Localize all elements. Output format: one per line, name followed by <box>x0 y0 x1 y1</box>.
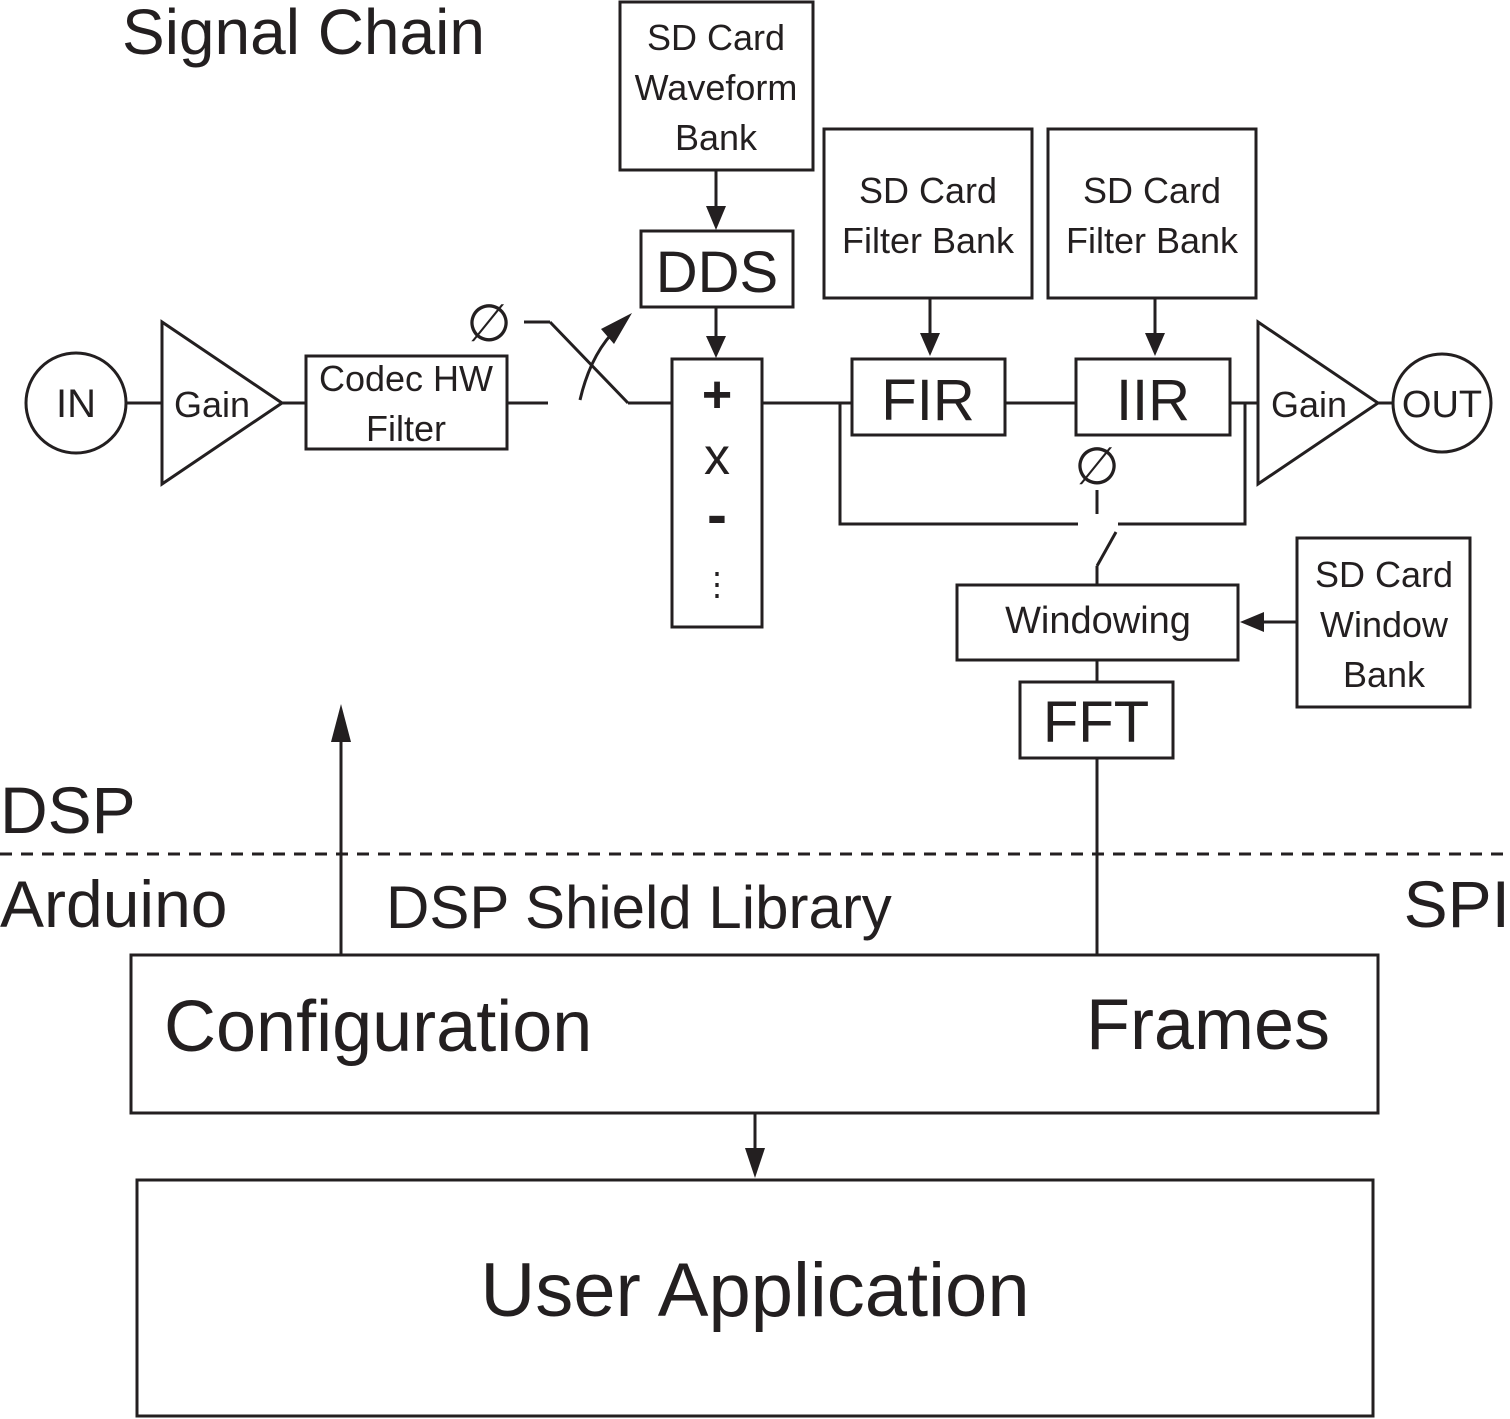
spi-label: SPI <box>1404 867 1510 941</box>
waveform-bank-line1: SD Card <box>647 17 785 58</box>
iir-filter: IIR <box>1074 357 1232 437</box>
output-node: OUT <box>1391 352 1493 454</box>
fir-filter: FIR <box>850 357 1007 437</box>
window-bank-arrowhead <box>1240 612 1264 632</box>
frames-label: Frames <box>1086 985 1330 1065</box>
fir-label: FIR <box>881 368 974 433</box>
fir-bank-line1: SD Card <box>859 170 997 211</box>
fir-filter-bank: SD Card Filter Bank <box>822 127 1034 300</box>
output-gain-label: Gain <box>1271 384 1347 425</box>
bypass-switch-symbol: ∅ <box>1074 438 1119 496</box>
window-bank: SD Card Window Bank <box>1295 536 1472 709</box>
mixer-op-subtract: - <box>707 481 727 548</box>
user-application: User Application <box>135 1178 1375 1418</box>
user-application-label: User Application <box>480 1248 1029 1333</box>
mixer-operator-block: + x - ⋮ <box>670 357 764 629</box>
output-gain-amplifier: Gain <box>1256 319 1381 487</box>
phase-switch-arrowhead <box>601 313 632 344</box>
iir-label: IIR <box>1116 368 1190 433</box>
mixer-op-multiply: x <box>704 428 730 486</box>
codec-filter-line2: Filter <box>366 408 446 449</box>
phase-switch-symbol: ∅ <box>466 295 511 353</box>
input-gain-label: Gain <box>174 384 250 425</box>
dds-block: DDS <box>639 229 795 309</box>
phase-switch: ∅ <box>466 295 632 405</box>
fir-bank-line2: Filter Bank <box>842 220 1015 261</box>
diagram-title: Signal Chain <box>122 0 485 68</box>
mixer-op-add: + <box>702 366 732 424</box>
input-gain-amplifier: Gain <box>160 319 285 487</box>
waveform-bank-line3: Bank <box>675 117 758 158</box>
arduino-domain-label: Arduino <box>0 867 228 941</box>
configuration-uplink-arrowhead <box>331 704 351 742</box>
library-to-app-arrowhead <box>745 1148 765 1178</box>
fft-block: FFT <box>1018 680 1175 760</box>
input-node: IN <box>24 351 128 455</box>
output-label: OUT <box>1402 384 1482 426</box>
library-panel: Configuration Frames <box>129 953 1380 1115</box>
window-bank-line2: Window <box>1320 604 1449 645</box>
dds-label: DDS <box>656 240 778 305</box>
iir-filter-bank: SD Card Filter Bank <box>1046 127 1258 300</box>
windowing-label: Windowing <box>1005 600 1191 642</box>
window-bank-line3: Bank <box>1343 654 1426 695</box>
fir-bank-arrowhead <box>920 333 940 356</box>
iir-bank-line1: SD Card <box>1083 170 1221 211</box>
waveform-bank: SD Card Waveform Bank <box>618 0 815 172</box>
library-label: DSP Shield Library <box>386 874 892 941</box>
codec-hw-filter: Codec HW Filter <box>304 354 509 451</box>
dds-to-mixer-arrowhead <box>706 336 726 358</box>
fft-label: FFT <box>1043 690 1149 755</box>
waveform-to-dds-arrowhead <box>706 206 726 230</box>
waveform-bank-line2: Waveform <box>635 67 798 108</box>
window-bank-line1: SD Card <box>1315 554 1453 595</box>
mixer-op-more: ⋮ <box>701 566 733 602</box>
windowing-block: Windowing <box>955 583 1240 662</box>
iir-bank-line2: Filter Bank <box>1066 220 1239 261</box>
input-label: IN <box>56 382 96 426</box>
analysis-tap-loop: ∅ <box>838 401 1247 584</box>
dsp-domain-label: DSP <box>0 773 136 847</box>
configuration-label: Configuration <box>164 987 592 1067</box>
iir-bank-arrowhead <box>1145 333 1165 356</box>
codec-filter-line1: Codec HW <box>319 358 493 399</box>
